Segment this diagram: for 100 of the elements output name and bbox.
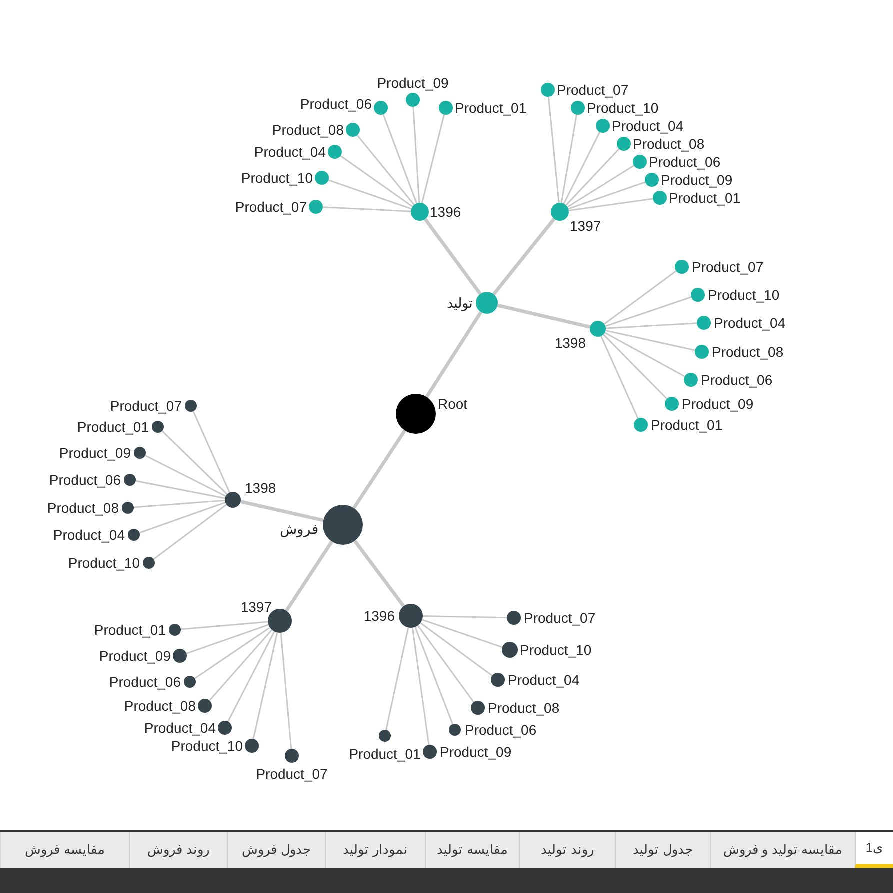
connector-line <box>600 336 639 419</box>
node-label: Product_06 <box>109 674 181 690</box>
connector-line <box>424 218 482 296</box>
node-label: Product_09 <box>59 445 131 461</box>
connector-line <box>422 619 503 648</box>
node-label: Product_01 <box>94 622 166 638</box>
connector-line <box>139 502 226 534</box>
connector-line <box>568 182 646 210</box>
node-label: Product_07 <box>692 259 764 275</box>
node-label: Product_08 <box>488 700 560 716</box>
connector-line <box>422 615 508 619</box>
connector-line <box>421 114 446 204</box>
node-label: Product_06 <box>300 96 372 112</box>
connector-line <box>252 632 278 740</box>
node-label: Product_10 <box>68 555 140 571</box>
node-label: Product_10 <box>241 170 313 186</box>
node-label: Product_01 <box>651 417 723 433</box>
node-label: Product_09 <box>99 648 171 664</box>
connector-line <box>186 624 269 654</box>
connector-line <box>497 304 591 329</box>
node-label: Root <box>438 396 468 412</box>
node-label: Product_08 <box>633 136 705 152</box>
active-tab: ی1 <box>855 832 893 868</box>
connector-line <box>145 455 226 498</box>
node-label: Product_09 <box>440 744 512 760</box>
node-label: Product_06 <box>701 372 773 388</box>
connector-line <box>280 632 292 750</box>
connector-line <box>567 165 634 208</box>
node-label: Product_04 <box>714 315 786 331</box>
node-label: Product_04 <box>612 118 684 134</box>
node-label: Product_06 <box>465 722 537 738</box>
node-label: Product_08 <box>47 500 119 516</box>
node-label: Product_10 <box>708 287 780 303</box>
node-label: Product_07 <box>110 398 182 414</box>
connector-line <box>354 540 406 608</box>
node-label: Product_09 <box>682 396 754 412</box>
node-label: 1398 <box>245 480 276 496</box>
connector-line <box>492 218 556 296</box>
connector-line <box>382 114 418 204</box>
connector-line <box>340 155 414 208</box>
connector-line <box>563 132 601 204</box>
connector-line <box>605 296 692 328</box>
node-label: تولید <box>447 295 473 311</box>
node-label: Product_10 <box>587 100 659 116</box>
connector-line <box>352 430 406 510</box>
node-label: Product_06 <box>49 472 121 488</box>
connector-line <box>356 134 415 206</box>
connector-line <box>420 622 493 676</box>
node-label: Product_09 <box>377 75 449 91</box>
page-tab: نمودار تولید <box>325 832 425 868</box>
connector-line <box>134 500 226 508</box>
node-label: Product_04 <box>53 527 125 543</box>
node-label: Product_04 <box>144 720 216 736</box>
connector-line <box>568 198 654 212</box>
connector-line <box>162 430 228 495</box>
node-label: Product_04 <box>254 144 326 160</box>
connector-line <box>285 540 334 612</box>
connector-line <box>180 621 268 630</box>
node-label: Product_09 <box>661 172 733 188</box>
node-label: Product_07 <box>256 766 328 782</box>
node-label: Product_01 <box>669 190 741 206</box>
node-label: Product_06 <box>649 154 721 170</box>
connector-line <box>425 311 483 398</box>
connector-line <box>604 332 686 378</box>
page-tab: روند تولید <box>519 832 615 868</box>
connector-line <box>548 96 560 204</box>
node-label: 1397 <box>570 218 602 234</box>
connector-line <box>606 322 698 330</box>
node-label: Product_08 <box>272 122 344 138</box>
connector-line <box>566 148 620 206</box>
node-label: Product_01 <box>77 419 149 435</box>
node-label: Product_10 <box>520 642 592 658</box>
connector-line <box>228 631 276 722</box>
node-label: Product_07 <box>524 610 596 626</box>
page-tab: مقایسه تولید <box>425 832 519 868</box>
connector-line <box>240 500 324 522</box>
node-label: Product_10 <box>171 738 243 754</box>
node-label: Product_07 <box>557 82 629 98</box>
connector-line <box>328 180 412 210</box>
node-label: 1396 <box>430 204 462 220</box>
page-tab: جدول تولید <box>615 832 710 868</box>
connector-line <box>603 334 668 400</box>
connector-line <box>560 114 578 204</box>
node-label: Product_01 <box>349 746 421 762</box>
node-label: فروش <box>280 521 319 537</box>
connector-line <box>412 106 420 204</box>
node-label: 1397 <box>240 599 272 615</box>
connector-line <box>322 206 412 212</box>
connector-line <box>153 504 228 560</box>
page-tab: روند فروش <box>129 832 227 868</box>
connector-line <box>192 411 230 493</box>
connector-line <box>194 627 270 680</box>
node-label: Product_08 <box>712 344 784 360</box>
connector-line <box>414 626 454 725</box>
node-label: Product_07 <box>235 199 307 215</box>
node-label: 1396 <box>364 608 395 624</box>
node-label: 1398 <box>554 335 586 351</box>
connector-line <box>136 480 226 500</box>
node-label: Product_04 <box>508 672 580 688</box>
page-tab: مقایسه تولید و فروش <box>710 832 855 868</box>
